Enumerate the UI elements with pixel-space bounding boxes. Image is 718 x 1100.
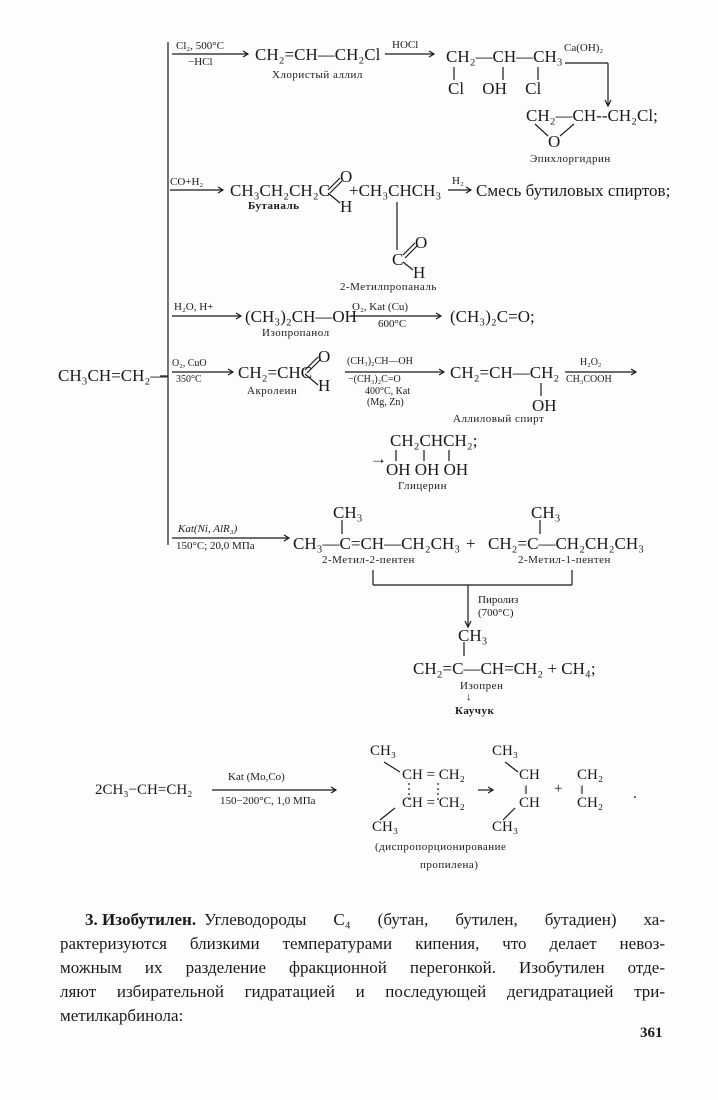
- paragraph-line: можным их разделение фракционной перегон…: [60, 958, 665, 977]
- condition: −(CH₃)₂C=O: [348, 374, 401, 385]
- formula: CH: [519, 767, 540, 783]
- condition: 400°C, Kat: [365, 386, 411, 397]
- compound-name: Хлористый аллил: [272, 69, 363, 81]
- compound-name: Бутаналь: [248, 200, 300, 212]
- formula: 2CH₃−CH=CH₂: [95, 782, 193, 798]
- condition: 350°C: [176, 374, 202, 385]
- condition: (CH₃)₂CH—OH: [347, 356, 413, 367]
- compound-name: Аллиловый спирт: [453, 413, 545, 425]
- condition: O₂, CuO: [172, 358, 207, 369]
- compound-name: Акролеин: [247, 385, 298, 397]
- caption: (диспропорционирование: [375, 841, 507, 853]
- product-text: Смесь бутиловых спиртов;: [476, 181, 671, 200]
- condition: 150°C; 20,0 МПа: [176, 540, 255, 552]
- condition: HOCl: [392, 39, 419, 51]
- formula: CH₃: [333, 503, 363, 522]
- plus-sign: +: [466, 534, 476, 553]
- formula: CH: [519, 795, 540, 811]
- formula: CH₃: [492, 819, 519, 835]
- formula-atom: H: [413, 263, 426, 282]
- formula-atom: C: [392, 250, 404, 269]
- condition: O₂, Kat (Cu): [352, 301, 409, 313]
- formula-atom: H: [318, 376, 331, 395]
- epoxide-bond-left: [534, 123, 549, 137]
- formula: CH = CH₂: [402, 767, 465, 783]
- condition: 600°C: [378, 318, 407, 330]
- formula-atom: OH: [532, 396, 557, 415]
- condition: 150−200°C, 1,0 МПа: [220, 795, 316, 807]
- condition: (Mg, Zn): [367, 397, 404, 408]
- condition: Cl₂, 500°C: [176, 40, 224, 52]
- formula: CH₂: [577, 795, 604, 811]
- paragraph-text: Углеводороды C₄ (бутан, бутилен, бутадие…: [204, 910, 665, 929]
- condition: H₂: [452, 175, 464, 187]
- reactant-propylene: CH₃CH=CH₂—: [58, 366, 168, 385]
- condition: H₂O₂: [580, 357, 602, 368]
- formula: (CH₃)₂CH—OH: [245, 307, 357, 326]
- formula: CH₃—C=CH—CH₂CH₃: [293, 534, 461, 553]
- compound-name: 2-Метил-2-пентен: [322, 554, 415, 566]
- formula-atom: H: [340, 197, 353, 216]
- double-bond: ‖: [580, 782, 584, 797]
- page-number: 361: [640, 1025, 663, 1041]
- formula: CH = CH₂: [402, 795, 465, 811]
- compound-name: Каучук: [455, 705, 495, 717]
- condition: (700°C): [478, 607, 514, 619]
- period: .: [633, 786, 637, 802]
- condition: −HCl: [188, 56, 213, 68]
- formula-atom: O: [318, 347, 331, 366]
- formula-atom: O: [340, 167, 353, 186]
- formula: CH₂=C—CH₂CH₂CH₃: [488, 534, 645, 553]
- epoxide-bond-right: [559, 123, 575, 137]
- condition: Kat(Ni, AlR₃): [178, 523, 238, 535]
- compound-name: 2-Метилпропаналь: [340, 281, 437, 293]
- paragraph-line: рактеризуются близкими температурами кип…: [60, 934, 665, 953]
- formula: CH₂CHCH₂;: [390, 431, 478, 450]
- formula: CH₃: [458, 626, 488, 645]
- condition: H₂O, H+: [174, 301, 214, 313]
- formula-substituents: Cl OH Cl: [448, 79, 542, 98]
- formula: (CH₃)₂C=O;: [450, 307, 535, 326]
- plus-sign: +: [554, 781, 563, 797]
- formula: CH₃: [372, 819, 399, 835]
- formula: +CH₃CHCH₃: [349, 181, 442, 200]
- formula: CH₂—CH—CH₃: [446, 47, 563, 66]
- paragraph-line: метилкарбинола:: [60, 1006, 184, 1025]
- formula: CH₃CH₂CH₂C: [230, 181, 330, 200]
- formula: CH₂=CH—CH₂: [450, 363, 560, 382]
- compound-name: Глицерин: [398, 480, 447, 492]
- compound-name: Изопропанол: [262, 327, 330, 339]
- formula-substituents: OH OH OH: [386, 460, 469, 479]
- formula: CH₂=CHC: [238, 363, 313, 382]
- compound-name: 2-Метил-1-пентен: [518, 554, 611, 566]
- formula-atom: O: [548, 132, 561, 151]
- formula: CH₃: [370, 743, 397, 759]
- condition: CH₃COOH: [566, 374, 612, 385]
- condition: Ca(OH)₂: [564, 42, 604, 54]
- caption: пропилена): [420, 859, 479, 871]
- condition: CO+H₂: [170, 176, 204, 188]
- compound-name: Эпихлоргидрин: [530, 153, 611, 165]
- arrow-glyph: →: [370, 449, 387, 468]
- formula: CH₂—CH--CH₂Cl;: [526, 106, 658, 125]
- condition: Пиролиз: [478, 594, 519, 606]
- condition: Kat (Mo,Co): [228, 771, 285, 783]
- double-bond: ‖: [524, 782, 528, 797]
- formula-atom: O: [415, 233, 428, 252]
- compound-name: Изопрен: [460, 680, 504, 692]
- paragraph-line: ляют избирательной гидратацией и последу…: [60, 982, 665, 1001]
- paragraph-line: 3. Изобутилен. Углеводороды C₄ (бутан, б…: [85, 911, 665, 928]
- formula: CH₃: [531, 503, 561, 522]
- arrow-glyph: ↓: [466, 691, 472, 703]
- formula: CH₂: [577, 767, 604, 783]
- formula: CH₂=C—CH=CH₂ + CH₄;: [413, 659, 596, 678]
- formula: CH₂=CH—CH₂Cl: [255, 45, 381, 64]
- section-heading: 3. Изобутилен.: [85, 910, 197, 929]
- formula: CH₃: [492, 743, 519, 759]
